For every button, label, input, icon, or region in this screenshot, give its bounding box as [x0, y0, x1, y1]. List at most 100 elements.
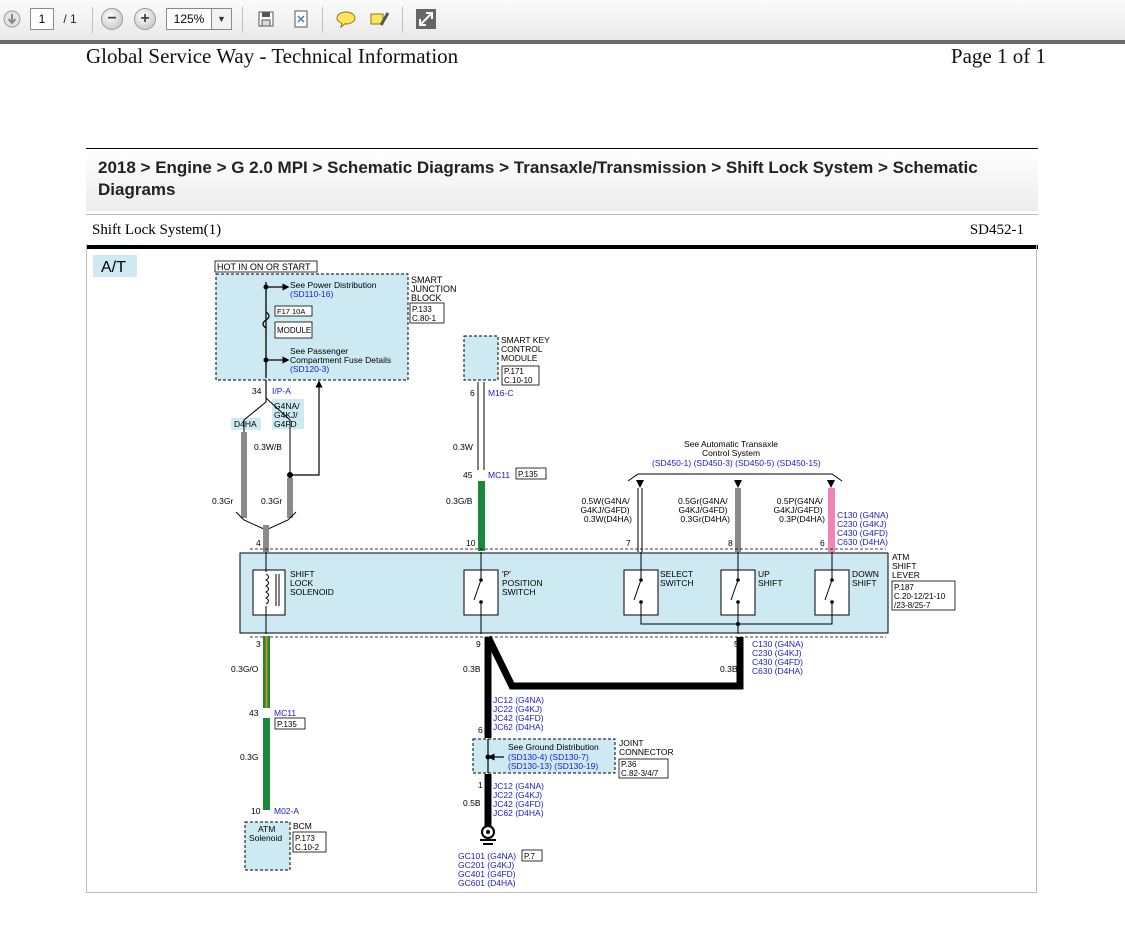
comment-button[interactable]: [335, 8, 357, 30]
fit-page-button[interactable]: [290, 8, 312, 30]
d4ha-tag-box: [231, 418, 261, 430]
sjb-pin-conn: I/P-A: [272, 386, 291, 396]
d4ha-tag: D4HA: [234, 419, 257, 429]
label-line: 0.3P(D4HA): [779, 514, 825, 524]
atm-ref-1: P.187: [894, 583, 914, 592]
zoom-out-button[interactable]: −: [101, 8, 123, 30]
select-label-2: SWITCH: [660, 578, 694, 588]
jc-pin-6: 6: [478, 725, 483, 735]
wire-select-label: 0.5W(G4NA/ G4KJ/G4FD) 0.3W(D4HA): [581, 496, 633, 524]
skm-name-3: MODULE: [501, 353, 538, 363]
bcm-ref-1: P.173: [295, 834, 315, 843]
wire-pink-down: [828, 488, 835, 552]
solenoid-label-1: SHIFT: [290, 569, 315, 579]
ground-icon: [480, 825, 496, 845]
jc-pin-1: 1: [478, 780, 483, 790]
breadcrumb-text: 2018 > Engine > G 2.0 MPI > Schematic Di…: [98, 158, 978, 199]
pswitch-label-1: 'P': [502, 569, 511, 579]
engine-tag-1: G4NA/: [274, 401, 300, 411]
module-label: MODULE: [277, 326, 311, 335]
wire-03w-label: 0.3W: [453, 442, 473, 452]
ground-ref: P.7: [524, 852, 536, 861]
wire-gray-left: [241, 432, 247, 518]
see-auto-2: Control System: [702, 448, 760, 458]
sjb-name-2: JUNCTION: [411, 284, 457, 294]
section-title: Shift Lock System(1): [92, 222, 222, 238]
jc-top-list: JC12 (G4NA) JC22 (G4KJ) JC42 (G4FD) JC62…: [493, 695, 546, 732]
sjb-ref-box: [409, 302, 445, 324]
ground-list: GC101 (G4NA) GC201 (G4KJ) GC401 (G4FD) G…: [458, 851, 518, 888]
conn-bottom-list: C130 (G4NA) C230 (G4KJ) C430 (G4FD) C630…: [752, 639, 806, 676]
joint-ref-2: C.82-3/4/7: [621, 769, 659, 778]
mc11-bottom-pin: 43: [249, 708, 259, 718]
pin-6: 6: [820, 538, 825, 548]
wire-green-bcm: [263, 718, 270, 810]
sjb-ref-1: P.133: [412, 305, 432, 314]
up-label-2: SHIFT: [758, 578, 783, 588]
label-line: GC601 (D4HA): [458, 878, 516, 888]
pswitch-label-2: POSITION: [502, 578, 543, 588]
wire-03wb-label: 0.3W/B: [254, 442, 282, 452]
conn-top-list: C130 (G4NA) C230 (G4KJ) C430 (G4FD) C630…: [837, 510, 891, 547]
smart-junction-block: HOT IN ON OR START SMART JUNCTION BLOCK …: [214, 260, 457, 396]
ground-wire-main: [484, 635, 744, 738]
wire-up-label: 0.5Gr(G4NA/ G4KJ/G4FD) 0.3Gr(D4HA): [678, 496, 730, 524]
skm-name-1: SMART KEY: [501, 335, 550, 345]
sjb-pin: 34: [252, 386, 262, 396]
page-header-title: Global Service Way - Technical Informati…: [86, 44, 459, 68]
label-line: JC22 (G4KJ): [493, 790, 542, 800]
chevron-down-icon: ▼: [217, 14, 226, 24]
label-line: GC401 (G4FD): [458, 869, 516, 879]
sjb-name-1: SMART: [411, 275, 443, 285]
label-line: C630 (D4HA): [752, 666, 803, 676]
joint-connector: See Ground Distribution (SD130-4) (SD130…: [472, 738, 674, 779]
see-auto-1: See Automatic Transaxle: [684, 439, 778, 449]
section-title-row: Shift Lock System(1) SD452-1: [86, 214, 1038, 249]
sjb-ref-2: C.80-1: [412, 314, 437, 323]
label-line: 0.5W(G4NA/: [581, 496, 630, 506]
label-line: C130 (G4NA): [837, 510, 889, 520]
feedback-wire: [290, 380, 323, 476]
label-line: 0.5P(G4NA/: [777, 496, 823, 506]
see-auto-refs: (SD450-1) (SD450-3) (SD450-5) (SD450-15): [652, 458, 821, 468]
toolbar-divider: [0, 40, 1125, 44]
zoom-dropdown-button[interactable]: ▼: [212, 8, 232, 30]
hot-label-box: [214, 260, 318, 273]
label-line: G4KJ/G4FD): [679, 505, 728, 515]
label-line: C130 (G4NA): [752, 639, 804, 649]
save-button[interactable]: [255, 8, 277, 30]
pin-3: 3: [256, 639, 261, 649]
see-power-text: See Power Distribution: [290, 280, 377, 290]
wire-green-pswitch: [478, 481, 485, 551]
page-number-input[interactable]: 1: [30, 8, 54, 30]
save-icon: [258, 11, 274, 27]
skm-ref-2: C.10-10: [504, 376, 533, 385]
label-line: JC12 (G4NA): [493, 695, 544, 705]
label-line: JC62 (D4HA): [493, 808, 544, 818]
label-line: C230 (G4KJ): [752, 648, 802, 658]
bcm-inner-1: ATM: [258, 824, 275, 834]
smart-key-control-module: SMART KEY CONTROL MODULE P.171 C.10-10 6…: [463, 335, 550, 398]
skm-conn: M16-C: [488, 388, 514, 398]
label-line: JC12 (G4NA): [493, 781, 544, 791]
highlight-button[interactable]: [368, 8, 390, 30]
wire-gray-right: [287, 478, 293, 518]
zoom-level-field[interactable]: 125%: [166, 8, 212, 30]
bcm-conn: M02-A: [274, 806, 299, 816]
zoom-in-button[interactable]: +: [134, 8, 156, 30]
skm-name-2: CONTROL: [501, 344, 543, 354]
fuse-box: [274, 305, 313, 317]
fullscreen-icon: [416, 9, 436, 29]
pswitch-label-3: SWITCH: [502, 587, 536, 597]
select-label-1: SELECT: [660, 569, 693, 579]
label-line: JC42 (G4FD): [493, 713, 544, 723]
label-line: C430 (G4FD): [837, 528, 888, 538]
wire-03b-left: 0.3B: [463, 664, 481, 674]
label-line: JC42 (G4FD): [493, 799, 544, 809]
fullscreen-button[interactable]: [415, 8, 437, 30]
label-line: 0.3Gr(D4HA): [680, 514, 730, 524]
fuse-label: F17 10A: [277, 307, 305, 316]
label-line: GC101 (G4NA): [458, 851, 516, 861]
down-label-2: SHIFT: [852, 578, 877, 588]
next-page-icon[interactable]: [1, 8, 23, 30]
